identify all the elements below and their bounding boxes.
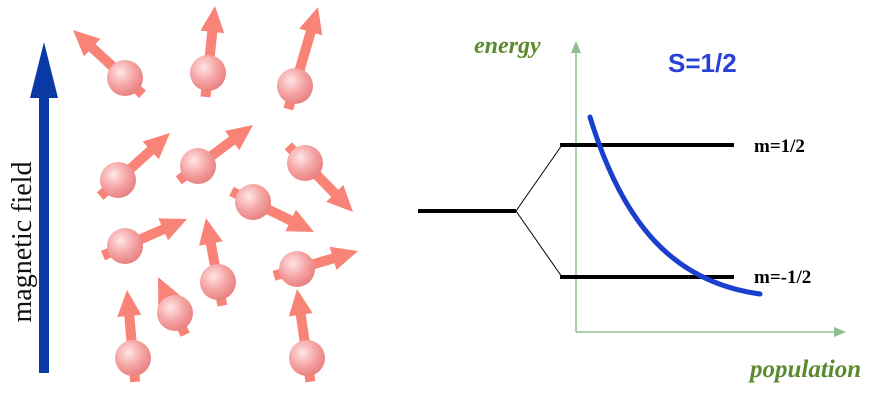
spin-ball [289,340,325,376]
energy-axis-label: energy [474,33,541,59]
split-line-upper [515,144,563,212]
spin-ball [277,68,313,104]
spin-ball [115,340,151,376]
spin-ensemble [73,6,358,383]
spin-ball [287,145,323,181]
population-axis [576,327,846,337]
energy-axis [571,41,581,332]
spin-icon [229,184,314,232]
level-label-lower: m=-1/2 [754,267,811,288]
spin-icon [277,7,323,111]
magnetic-field-arrow-icon [30,42,58,373]
spin-icon [175,125,253,185]
energy-diagram: energy population S=1/2 m=1/2 m=-1/2 [418,33,861,383]
spin-ball [107,60,143,96]
spin-icon [73,30,146,98]
spin-icon [96,133,170,200]
spin-ball [235,184,271,220]
spin-ball [200,264,236,300]
population-curve [587,114,763,297]
spin-icon [190,6,226,98]
spin-ball [100,162,136,198]
spin-label: S=1/2 [668,48,737,78]
level-label-upper: m=1/2 [754,136,805,157]
spin-icon [199,218,236,307]
spin-ball [107,228,143,264]
spin-icon [288,289,325,383]
spin-ball [157,295,193,331]
spin-ball [279,251,315,287]
population-axis-label: population [748,356,861,383]
spin-icon [272,246,358,287]
spin-ball [180,148,216,184]
split-line-lower [515,210,563,278]
spin-ball [190,55,226,91]
magnetic-field-label: magnetic field [7,162,38,323]
spin-icon [115,290,151,383]
spin-icon [101,218,187,264]
spin-icon [157,277,193,337]
spin-icon [284,142,353,212]
